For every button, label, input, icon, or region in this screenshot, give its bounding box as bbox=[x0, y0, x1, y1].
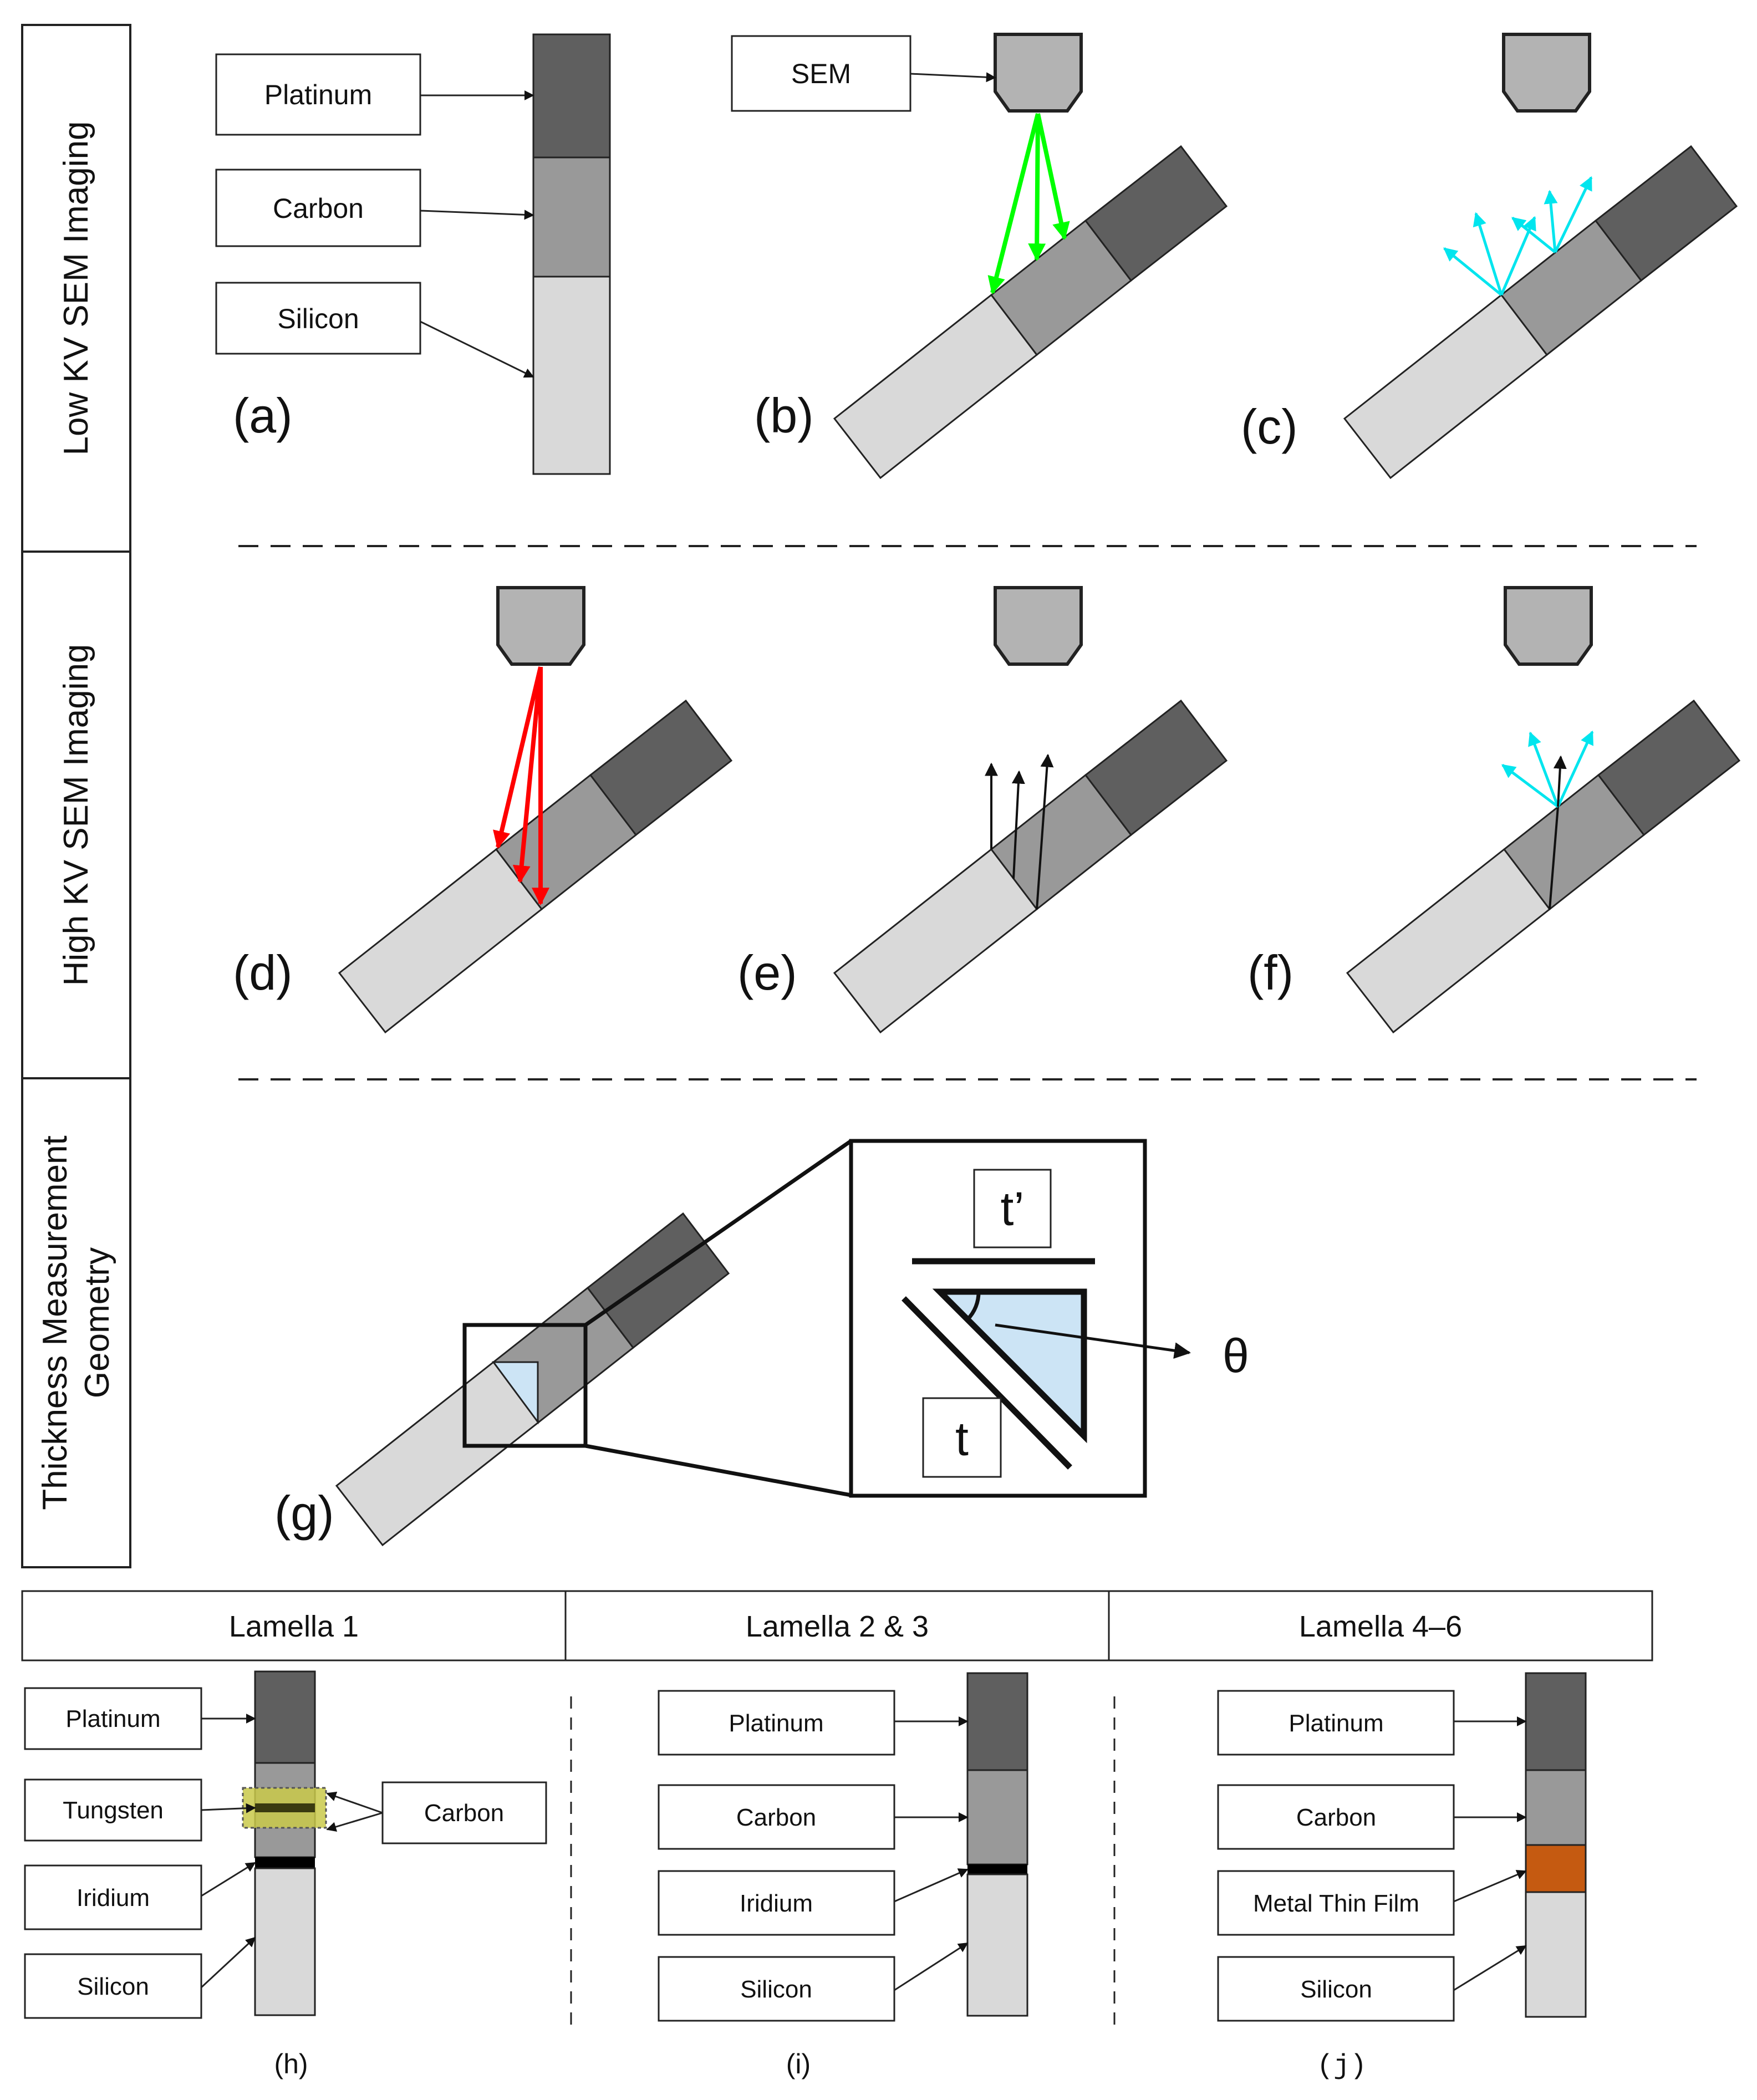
i-label-iridium: Iridium bbox=[740, 1890, 813, 1917]
platinum-segment bbox=[1084, 145, 1228, 282]
panel-d: (d) bbox=[233, 586, 733, 1034]
label-sem: SEM bbox=[791, 58, 851, 89]
sem-column bbox=[496, 586, 585, 666]
sem-column bbox=[994, 586, 1083, 666]
panel-label-e: (e) bbox=[737, 945, 797, 1000]
h-label-tungsten: Tungsten bbox=[63, 1797, 164, 1824]
secondary-electrons bbox=[1501, 730, 1594, 808]
panel-g: t’ t θ (g) bbox=[274, 1139, 1249, 1547]
panel-h: Platinum Tungsten Iridium Silicon Carbon… bbox=[24, 1670, 547, 2079]
section-high-kv: High KV SEM Imaging bbox=[57, 644, 95, 986]
beam-green bbox=[1028, 113, 1046, 262]
sem-column bbox=[1504, 586, 1593, 666]
section-low-kv: Low KV SEM Imaging bbox=[57, 121, 95, 455]
silicon-segment bbox=[833, 848, 1038, 1034]
label-silicon: Silicon bbox=[277, 303, 359, 334]
beam-green bbox=[987, 113, 1040, 295]
beam-red bbox=[512, 666, 543, 884]
h-label-platinum: Platinum bbox=[65, 1705, 160, 1732]
sem-column bbox=[1502, 33, 1591, 113]
j-label-silicon: Silicon bbox=[1300, 1976, 1372, 2003]
panel-f: (f) bbox=[1247, 586, 1741, 1034]
beam-red bbox=[493, 666, 543, 849]
panel-label-j: (j) bbox=[1317, 2051, 1367, 2082]
thickness-triangle bbox=[492, 1361, 539, 1425]
panel-label-f: (f) bbox=[1247, 945, 1293, 1000]
panel-label-g: (g) bbox=[274, 1486, 334, 1541]
platinum-segment bbox=[1597, 699, 1741, 837]
i-label-platinum: Platinum bbox=[729, 1710, 823, 1737]
carbon-layer bbox=[532, 156, 611, 278]
panel-b: SEM (b) bbox=[731, 33, 1228, 480]
h-label-carbon: Carbon bbox=[424, 1800, 504, 1827]
silicon-segment bbox=[335, 1360, 541, 1547]
panel-label-i: (i) bbox=[786, 2048, 811, 2079]
panel-j: Platinum Carbon Metal Thin Film Silicon … bbox=[1217, 1672, 1587, 2082]
silicon-segment bbox=[1346, 848, 1551, 1034]
panel-label-a: (a) bbox=[233, 388, 293, 443]
panel-label-d: (d) bbox=[233, 945, 293, 1000]
panel-e: (e) bbox=[737, 586, 1228, 1034]
section-geometry-line1: Thickness Measurement bbox=[36, 1135, 74, 1510]
platinum-segment bbox=[1594, 145, 1738, 282]
header-lamella-4-6: Lamella 4–6 bbox=[1299, 1610, 1462, 1643]
panel-c: (c) bbox=[1241, 33, 1738, 480]
platinum-segment bbox=[589, 699, 733, 837]
silicon-segment bbox=[1343, 293, 1549, 480]
silicon-segment bbox=[833, 293, 1038, 480]
secondary-electrons bbox=[1443, 176, 1593, 296]
h-label-silicon: Silicon bbox=[77, 1973, 149, 2000]
silicon-segment bbox=[338, 848, 543, 1034]
label-t: t bbox=[955, 1413, 969, 1466]
inset-triangle bbox=[932, 1288, 1087, 1444]
j-label-metal-thin-film: Metal Thin Film bbox=[1253, 1890, 1419, 1917]
panel-a: Platinum Carbon Silicon (a) bbox=[215, 33, 611, 475]
platinum-segment bbox=[586, 1212, 730, 1349]
i-label-carbon: Carbon bbox=[736, 1804, 816, 1831]
header-lamella-2-3: Lamella 2 & 3 bbox=[746, 1610, 929, 1643]
platinum-segment bbox=[1084, 699, 1228, 837]
section-geometry-line2: Geometry bbox=[78, 1247, 116, 1398]
i-label-silicon: Silicon bbox=[740, 1976, 812, 2003]
h-label-iridium: Iridium bbox=[77, 1884, 150, 1912]
section-label-column: Low KV SEM Imaging High KV SEM Imaging T… bbox=[21, 24, 131, 1568]
zoom-box bbox=[462, 1323, 588, 1448]
j-label-platinum: Platinum bbox=[1289, 1710, 1383, 1737]
lamella-header-row: Lamella 1 Lamella 2 & 3 Lamella 4–6 bbox=[21, 1590, 1653, 1661]
panel-label-b: (b) bbox=[754, 388, 814, 443]
beam-green bbox=[1036, 113, 1070, 241]
silicon-layer bbox=[532, 276, 611, 475]
header-lamella-1: Lamella 1 bbox=[229, 1610, 359, 1643]
panel-label-h: (h) bbox=[274, 2048, 308, 2079]
backscattered-electrons bbox=[985, 753, 1054, 910]
panel-label-c: (c) bbox=[1241, 399, 1298, 454]
label-carbon: Carbon bbox=[273, 193, 364, 224]
sem-column bbox=[994, 33, 1083, 113]
panel-i: Platinum Carbon Iridium Silicon (i) bbox=[658, 1672, 1028, 2079]
platinum-layer bbox=[532, 33, 611, 159]
j-label-carbon: Carbon bbox=[1296, 1804, 1376, 1831]
label-theta: θ bbox=[1223, 1329, 1249, 1383]
label-t-prime: t’ bbox=[1001, 1182, 1025, 1236]
label-platinum: Platinum bbox=[264, 79, 373, 110]
